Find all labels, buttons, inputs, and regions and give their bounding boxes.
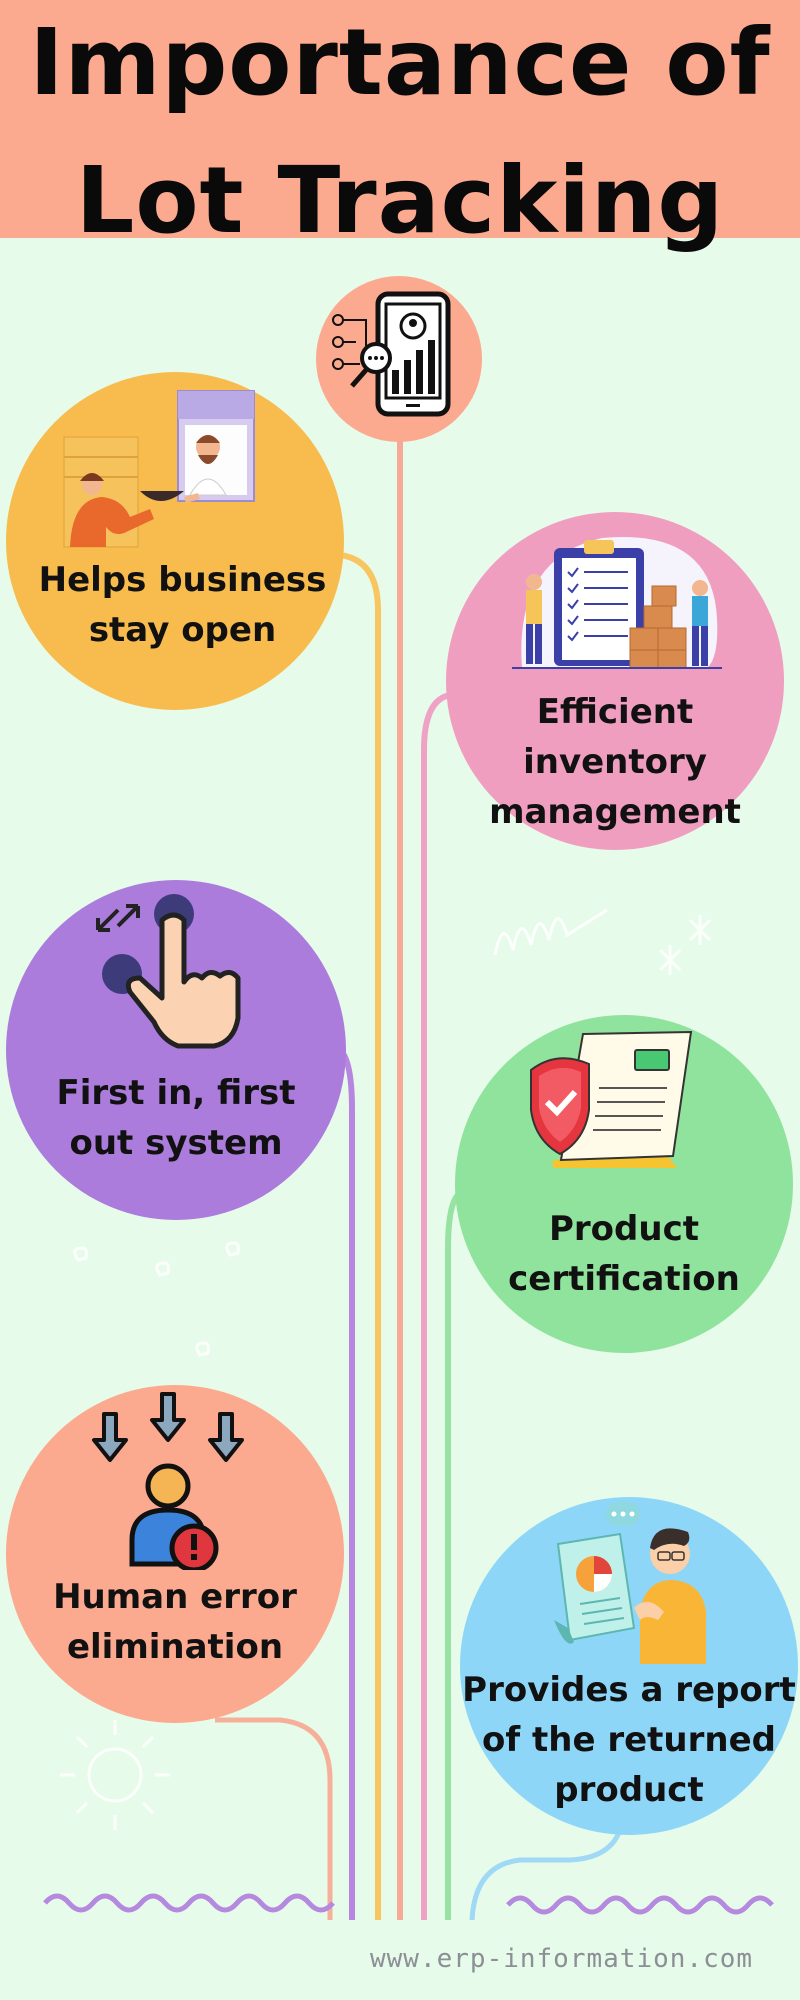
tap-hand-icon xyxy=(96,894,241,1049)
inventory-clipboard-icon xyxy=(512,537,722,669)
phone-analytics-icon xyxy=(332,291,451,417)
benefit-label-fifo: First in, first out system xyxy=(56,1073,296,1163)
benefit-label-report: Provides a report of the returned produc… xyxy=(462,1670,796,1810)
benefit-label-certification: Product certification xyxy=(508,1209,740,1299)
certificate-shield-icon xyxy=(530,1030,693,1168)
benefit-label-human-error: Human error elimination xyxy=(53,1577,297,1667)
business-handshake-icon xyxy=(63,390,255,548)
page-title: Importance of Lot Tracking xyxy=(29,9,771,254)
footer-url: www.erp-information.com xyxy=(370,1944,754,1974)
benefit-circle-report xyxy=(460,1497,798,1835)
user-error-icon xyxy=(92,1392,244,1570)
report-person-icon xyxy=(554,1502,706,1664)
benefit-label-business: Helps business stay open xyxy=(38,560,327,650)
benefit-label-inventory: Efficient inventory management xyxy=(489,692,741,832)
title-banner: Importance of Lot Tracking xyxy=(0,0,800,254)
benefit-circle-business xyxy=(6,372,344,710)
